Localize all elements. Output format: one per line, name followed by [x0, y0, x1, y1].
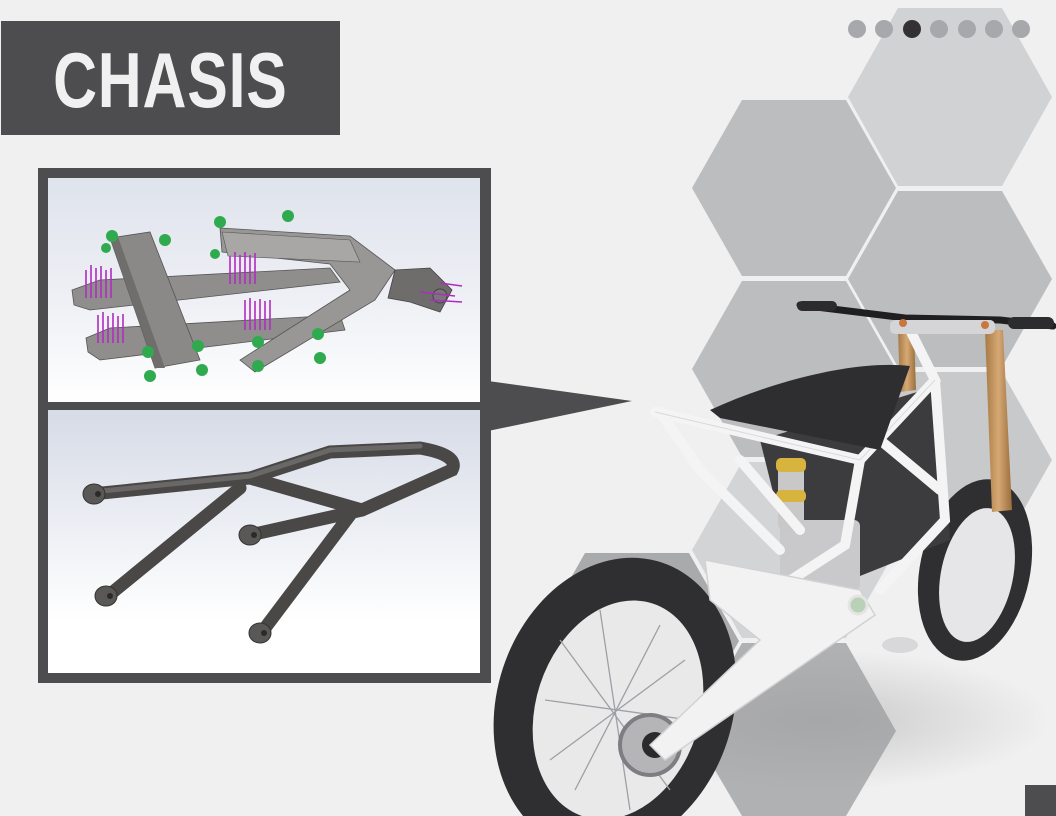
slide-pagination	[848, 20, 1031, 38]
corner-marker	[1025, 785, 1056, 816]
pagination-dot-1[interactable]	[848, 20, 866, 38]
pagination-dot-7[interactable]	[1012, 20, 1031, 38]
title-banner: CHASIS	[1, 21, 340, 135]
cad-image-frame	[38, 168, 491, 683]
pagination-dot-4[interactable]	[930, 20, 949, 38]
pagination-dot-5[interactable]	[957, 20, 976, 38]
motorcycle-render	[493, 301, 1056, 816]
swingarm-simulation-image	[48, 178, 480, 402]
swingarm-cad-illustration	[71, 210, 463, 382]
slide-title: CHASIS	[53, 36, 288, 124]
subframe-cad-image	[48, 410, 480, 673]
subframe-cad-illustration	[82, 441, 460, 644]
pagination-dot-2[interactable]	[875, 20, 894, 38]
pagination-dot-6[interactable]	[984, 20, 1003, 38]
pagination-dot-3-active[interactable]	[902, 20, 921, 38]
